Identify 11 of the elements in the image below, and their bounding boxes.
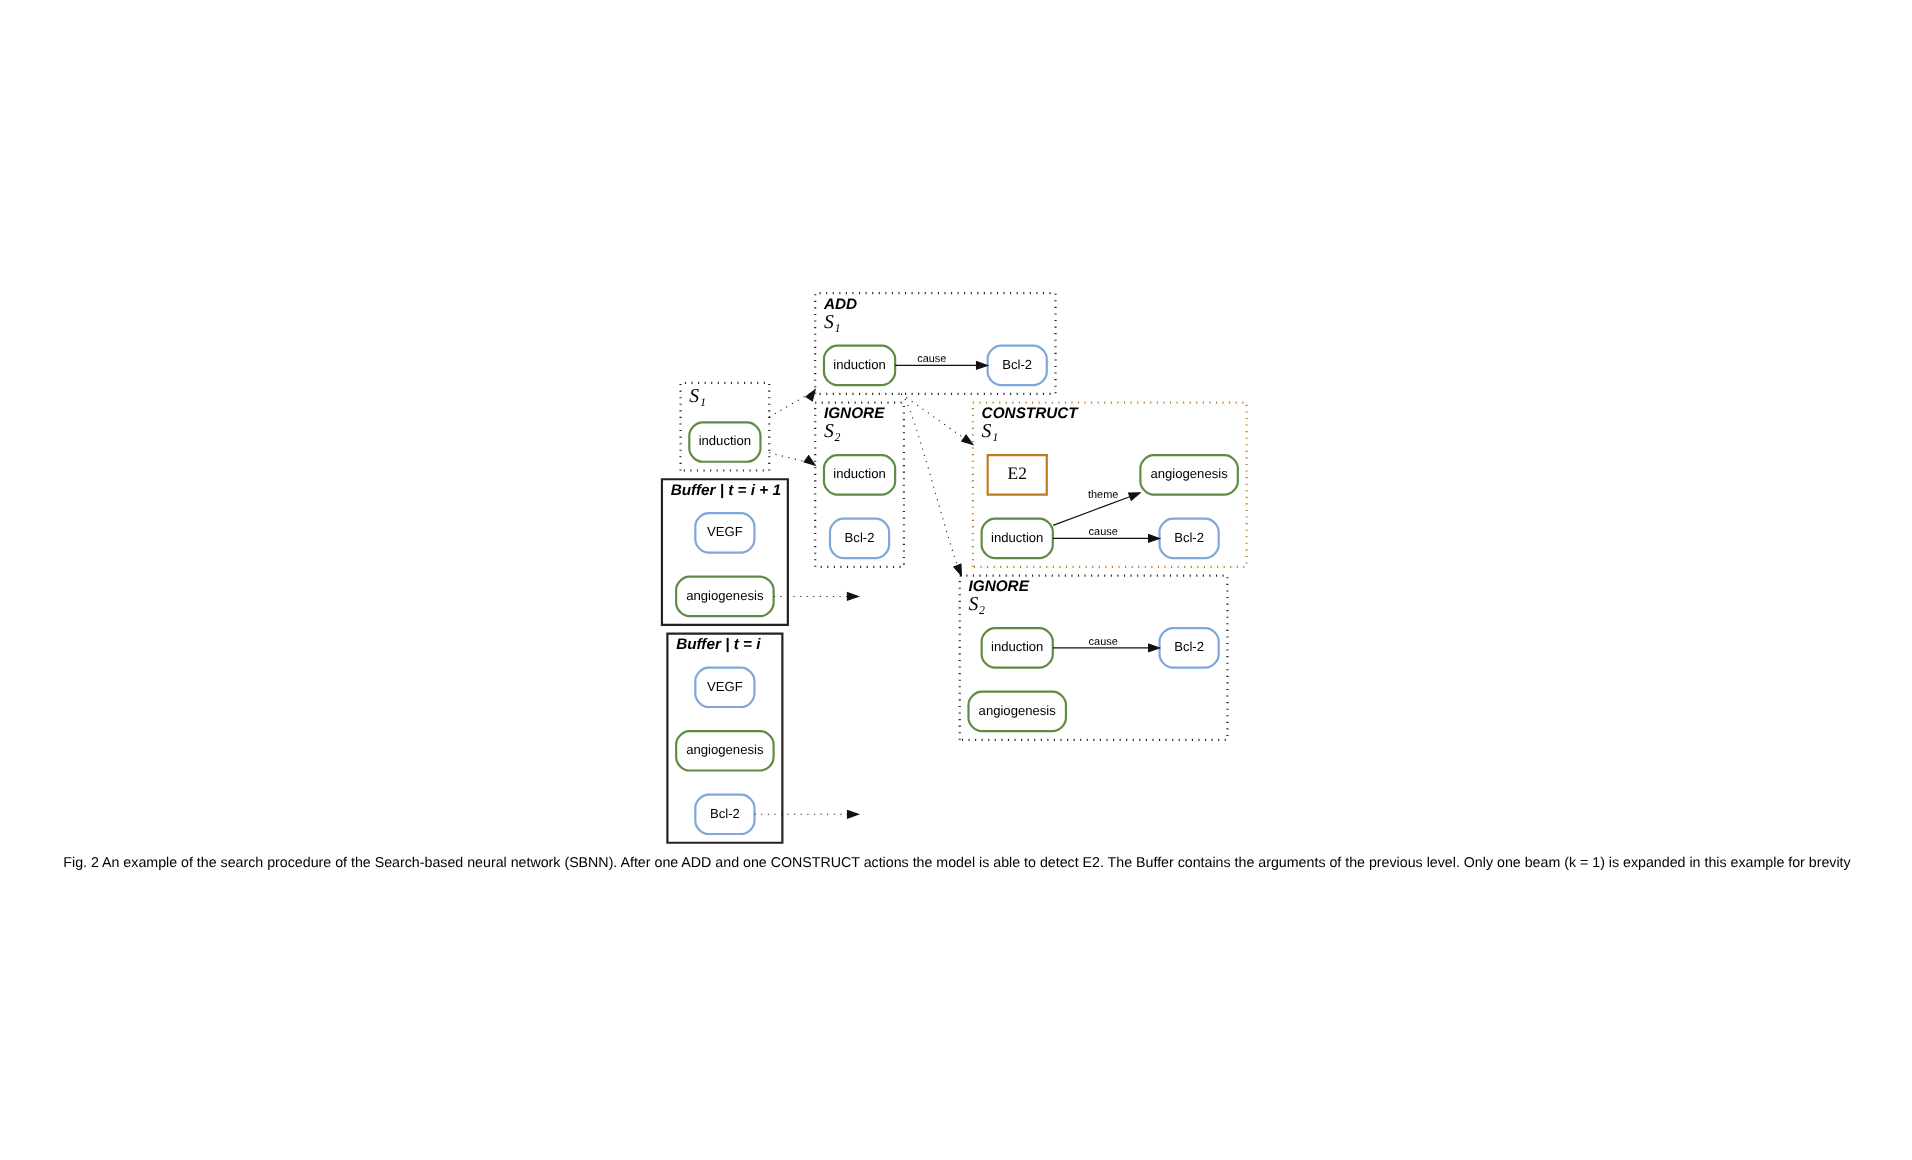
arrow xyxy=(1051,492,1141,526)
arrow xyxy=(1051,533,1161,543)
arrow xyxy=(767,388,816,418)
arrow xyxy=(767,452,816,467)
arrow xyxy=(1051,643,1161,653)
arrow xyxy=(899,393,974,446)
node-box: E2 xyxy=(985,454,1047,496)
arrow xyxy=(893,360,989,370)
arrow xyxy=(772,591,859,602)
arrow xyxy=(899,393,962,578)
arrow xyxy=(753,809,860,819)
